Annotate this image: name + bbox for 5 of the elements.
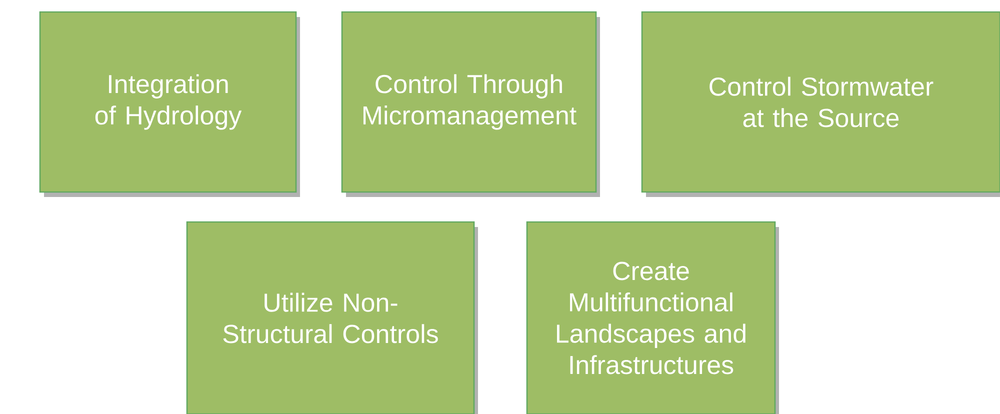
process-box: Utilize Non-Structural Controls bbox=[186, 221, 478, 414]
process-box: Integration of Hydrology bbox=[39, 11, 300, 197]
process-box: Control Stormwater at the Source bbox=[641, 11, 1000, 197]
process-box: Create Multifunctional Landscapes and Infrastructures bbox=[526, 221, 779, 414]
process-box: Control Through Micromanagement bbox=[341, 11, 600, 197]
